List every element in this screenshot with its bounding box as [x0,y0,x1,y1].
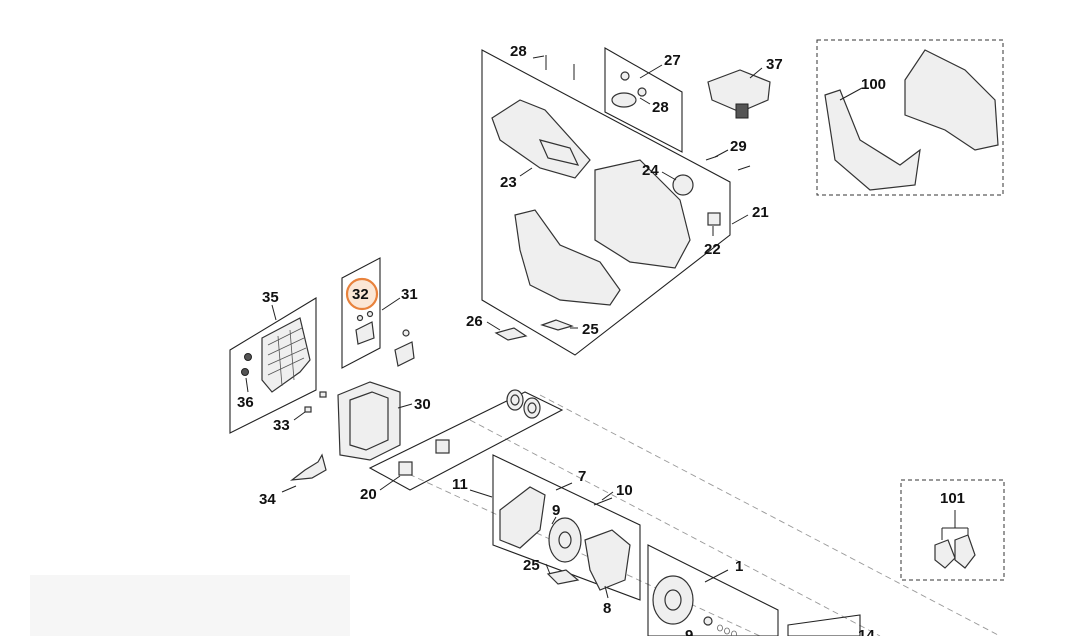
fan-group-frame [492,454,641,601]
callout-100[interactable]: 100 [861,76,886,93]
part-21-housing-half-a [514,209,621,306]
fan-parts [469,486,631,591]
highlight-callout-32 [345,277,379,311]
callout-7[interactable]: 7 [578,468,586,485]
callout-31[interactable]: 31 [401,286,418,303]
group-14-frame [787,614,861,636]
callout-11[interactable]: 11 [452,476,468,493]
part-8-fan-cover [584,529,631,591]
callout-14[interactable]: 14 [858,627,875,636]
callout-20[interactable]: 20 [360,486,377,503]
callout-25-bottom[interactable]: 25 [523,557,540,574]
assembly-100-frame [816,39,1004,196]
part-31-switch [394,341,415,367]
callout-leaders [245,55,863,599]
assembly-101-frame [900,479,1005,581]
part-25-clip-lower [546,569,580,585]
grille-group-frame [229,297,317,434]
callout-28-mid[interactable]: 28 [652,99,669,116]
part-26-clip [494,327,528,341]
callouts: 28 27 37 100 28 29 23 24 21 22 35 32 31 … [237,43,965,636]
part-35-grille [261,317,311,393]
bearing-group-frame [368,391,564,491]
part-20-damper-b [435,439,450,454]
housing-group-frame [481,49,731,356]
callout-9-mid[interactable]: 9 [552,502,560,519]
callout-101[interactable]: 101 [940,490,965,507]
callout-30[interactable]: 30 [414,396,431,413]
part-25-clip-upper [540,319,574,331]
callout-26[interactable]: 26 [466,313,483,330]
callout-27[interactable]: 27 [664,52,681,69]
cap-group-frame [604,47,683,153]
callout-32[interactable]: 32 [352,286,369,303]
callout-33[interactable]: 33 [273,417,290,434]
part-20-damper-a [398,461,413,476]
part-22-block [707,212,721,226]
housing-parts [491,55,771,341]
motor-housing-parts [289,381,401,481]
callout-28-top[interactable]: 28 [510,43,527,60]
part-36-screw-a [244,353,252,361]
assembly-100-parts [824,49,999,191]
callout-22[interactable]: 22 [704,241,721,258]
callout-23[interactable]: 23 [500,174,517,191]
callout-21[interactable]: 21 [752,204,769,221]
callout-34[interactable]: 34 [259,491,276,508]
motor-group-frame [647,544,779,636]
switch-parts [355,310,415,367]
part-21-housing-half-b [594,159,691,269]
part-36-screw-b [241,368,249,376]
assembly-101-parts [934,510,976,569]
part-23-cover [491,99,591,179]
grille-parts [241,317,327,413]
switch-group-frame [341,257,381,369]
callout-10[interactable]: 10 [616,482,633,499]
motor-parts [652,575,737,636]
callout-9-bottom[interactable]: 9 [685,627,693,636]
part-101-bracket [934,539,956,569]
callout-24[interactable]: 24 [642,162,659,179]
part-24-disc [672,174,694,196]
callout-1[interactable]: 1 [735,558,743,575]
assembly-lines [399,394,1001,636]
callout-35[interactable]: 35 [262,289,279,306]
part-27-cap [611,92,637,108]
callout-29[interactable]: 29 [730,138,747,155]
part-34-lever [289,453,327,481]
part-37-cap [707,69,771,113]
callout-25-top[interactable]: 25 [582,321,599,338]
callout-37[interactable]: 37 [766,56,783,73]
callout-36[interactable]: 36 [237,394,254,411]
callout-8[interactable]: 8 [603,600,611,617]
bearing-parts [398,389,541,476]
part-7-fan-shroud [499,486,546,549]
watermark-area [30,575,350,636]
